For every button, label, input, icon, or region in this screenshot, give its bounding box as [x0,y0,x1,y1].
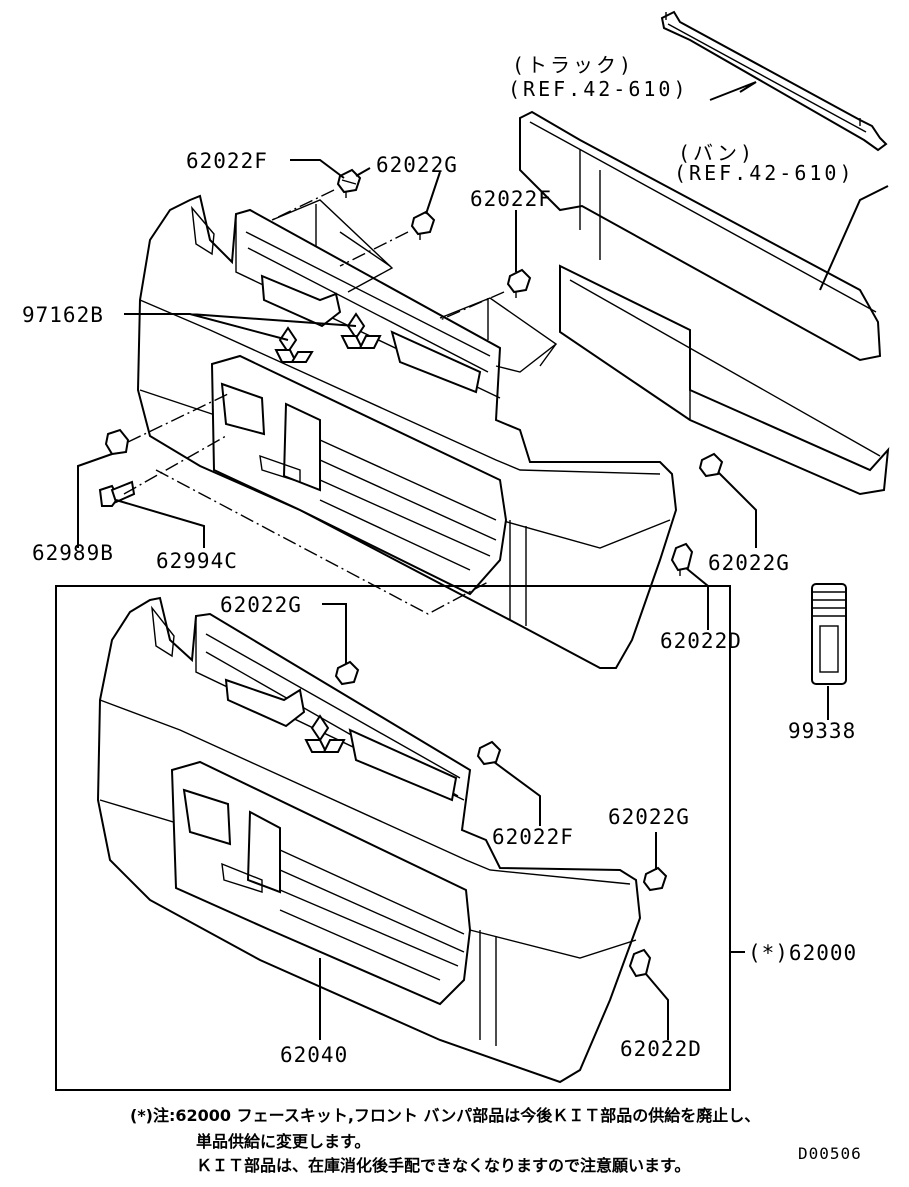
upper-bumper [136,194,678,669]
label-62022G-kit-top: 62022G [220,593,302,617]
label-62022G-right: 62022G [708,551,790,575]
note-line-2: 単品供給に変更します。 [196,1132,371,1151]
clip-62022G-right [698,452,724,478]
van-reinforcement-beam [519,110,890,496]
label-62022G-kit-right: 62022G [608,805,690,829]
clip-62022F-mid [506,268,532,298]
clip-62989B [104,428,130,456]
label-62022D-right: 62022D [660,629,742,653]
label-99338: 99338 [788,719,856,743]
truck-label: (トラック) [512,53,634,77]
clip-62022G-top [410,210,436,240]
touch-up-paint-99338 [811,583,847,685]
clip-62022F-top [336,168,362,198]
label-62022D-kit: 62022D [620,1037,702,1061]
label-62022F-top: 62022F [186,149,268,173]
van-label: (バン) [678,141,755,165]
clip-62022D-right [670,542,694,576]
label-62040: 62040 [280,1043,348,1067]
truck-reinforcement-bar [660,10,888,152]
clip-62022F-kit [476,740,502,766]
label-62000: (*)62000 [748,941,857,965]
van-ref: (REF.42-610) [674,161,855,185]
label-62022G-top: 62022G [376,153,458,177]
clip-62022G-kit-right [642,866,668,892]
note-line-1: (*)注:62000 フェースキット,フロント バンパ部品は今後ＫＩＴ部品の供給… [130,1106,761,1125]
lower-bumper [96,596,642,1084]
clip-62022G-kit-top [334,660,360,686]
label-97162B: 97162B [22,303,104,327]
leader-lines [77,81,889,1040]
label-62022F-kit: 62022F [492,825,574,849]
label-62022F-mid: 62022F [470,187,552,211]
label-62989B: 62989B [32,541,114,565]
note-line-3: ＫＩＴ部品は、在庫消化後手配できなくなりますので注意願います。 [196,1156,691,1175]
kit-frame [55,585,731,1091]
label-62994C: 62994C [156,549,238,573]
diagram-code: D00506 [798,1144,862,1163]
bolt-62994C [98,480,136,507]
guide-lines [123,189,505,615]
clip-62022D-kit [628,948,652,978]
truck-ref: (REF.42-610) [508,77,689,101]
